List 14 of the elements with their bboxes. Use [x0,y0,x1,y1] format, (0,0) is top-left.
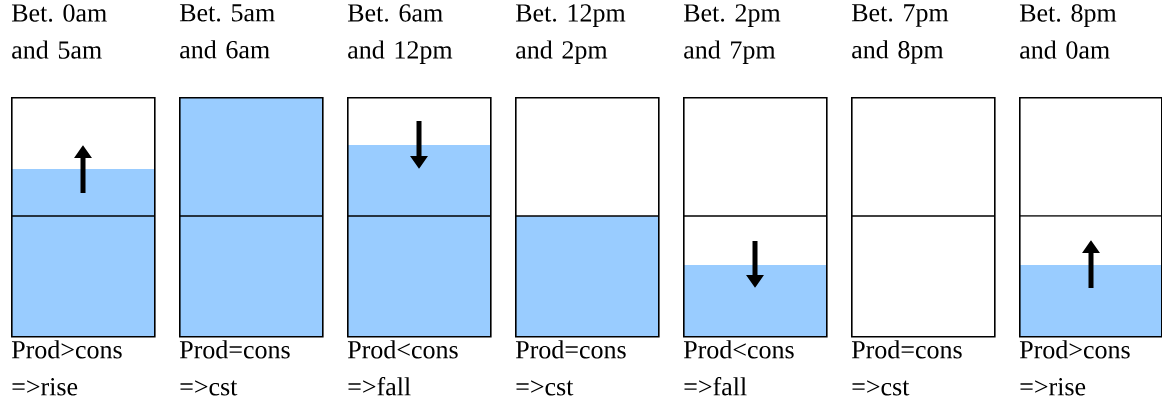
heading: Bet. 0am and 5am [11,4,107,59]
tank-label: Prod<cons =>fall [683,340,794,396]
tank-label: Prod<cons =>fall [347,340,458,396]
heading: Bet. 7pm and 8pm [851,4,949,64]
heading: Bet. 6am and 12pm [347,4,453,64]
tank-label: Prod>cons =>rise [1019,340,1130,396]
tank-label: Prod=cons =>cst [179,340,290,396]
heading: Bet. 2pm and 7pm [683,4,781,64]
tank-label: Prod=cons =>cst [515,340,626,396]
tank-label: Prod=cons =>cst [851,340,962,396]
tank-label: Prod>cons =>rise [11,340,122,396]
heading: Bet. 8pm and 0am [1019,4,1117,59]
heading: Bet. 5am and 6am [179,4,275,59]
heading: Bet. 12pm and 2pm [515,4,626,64]
